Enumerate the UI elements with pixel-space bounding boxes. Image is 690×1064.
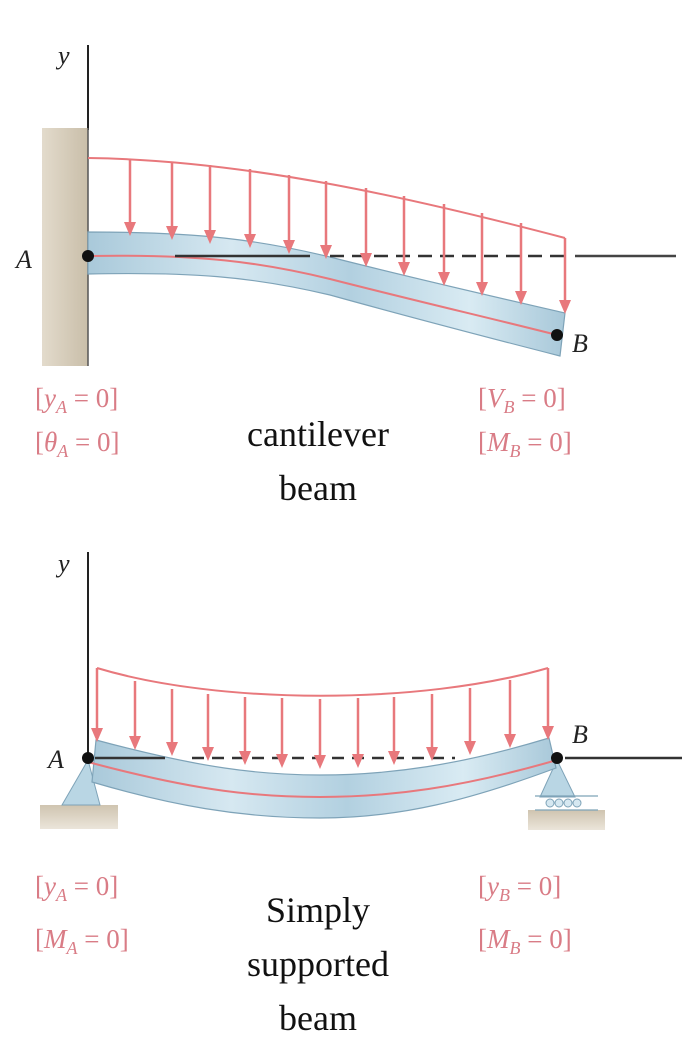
condition-ya: [yA = 0]: [35, 871, 118, 905]
point-b-marker: [551, 752, 563, 764]
load-arrow: [398, 196, 410, 276]
y-axis-label: y: [55, 41, 70, 70]
load-arrow: [314, 699, 326, 769]
load-arrow: [426, 694, 438, 761]
load-arrow: [320, 181, 332, 259]
rollers: [545, 798, 582, 808]
load-arrow: [464, 688, 476, 755]
distributed-load-envelope: [96, 667, 549, 697]
load-arrow: [360, 188, 372, 267]
load-arrow: [276, 698, 288, 768]
point-a-label: A: [46, 745, 64, 774]
cantilever-diagram: y A B [yA = 0] [θA = 0] [VB = 0] [MB = 0…: [14, 41, 676, 508]
condition-ya: [yA = 0]: [35, 383, 118, 417]
point-b-label: B: [572, 329, 588, 358]
simply-supported-conditions: [yA = 0] [MA = 0] [yB = 0] [MB = 0]: [35, 871, 572, 958]
distributed-load: [124, 159, 571, 314]
load-arrow: [542, 668, 554, 740]
fixed-wall: [42, 128, 88, 366]
load-arrow: [166, 689, 178, 756]
cantilever-beam: [87, 231, 566, 357]
roller-ground: [528, 810, 605, 830]
point-b-label: B: [572, 720, 588, 749]
load-arrow: [129, 681, 141, 750]
load-arrow: [166, 162, 178, 240]
condition-vb: [VB = 0]: [478, 383, 566, 417]
load-arrow: [388, 697, 400, 765]
ss-title-line-2: supported: [247, 944, 389, 984]
point-a-label: A: [14, 245, 32, 274]
point-a-marker: [82, 752, 94, 764]
pin-ground: [40, 805, 118, 829]
roller-support: [539, 758, 576, 798]
ss-title-line-3: beam: [279, 998, 357, 1038]
load-arrow: [438, 204, 450, 286]
point-b-marker: [551, 329, 563, 341]
ss-title-line-1: Simply: [266, 890, 370, 930]
point-a-marker: [82, 250, 94, 262]
load-arrow: [515, 223, 527, 305]
condition-mb: [MB = 0]: [478, 924, 572, 958]
simply-supported-beam: [91, 737, 557, 819]
distributed-load: [91, 668, 554, 769]
condition-yb: [yB = 0]: [478, 871, 561, 905]
load-arrow: [244, 169, 256, 248]
load-arrow: [476, 213, 488, 296]
y-axis-label: y: [55, 549, 70, 578]
cantilever-title-line-2: beam: [279, 468, 357, 508]
condition-theta-a: [θA = 0]: [35, 427, 119, 461]
load-arrow: [204, 165, 216, 244]
load-arrow: [202, 694, 214, 761]
load-arrow: [559, 238, 571, 314]
load-arrow: [91, 668, 103, 742]
simply-supported-diagram: y A B [yA = 0] [MA = 0] [yB = 0] [M: [35, 549, 682, 1038]
distributed-load-envelope: [87, 157, 566, 239]
condition-mb: [MB = 0]: [478, 427, 572, 461]
cantilever-conditions: [yA = 0] [θA = 0] [VB = 0] [MB = 0]: [35, 383, 572, 461]
load-arrow: [239, 697, 251, 765]
load-arrow: [124, 159, 136, 236]
cantilever-title-line-1: cantilever: [247, 414, 389, 454]
load-arrow: [283, 175, 295, 254]
load-arrow: [504, 680, 516, 748]
load-arrow: [352, 698, 364, 768]
condition-ma: [MA = 0]: [35, 924, 129, 958]
elastic-curve: [87, 759, 558, 799]
